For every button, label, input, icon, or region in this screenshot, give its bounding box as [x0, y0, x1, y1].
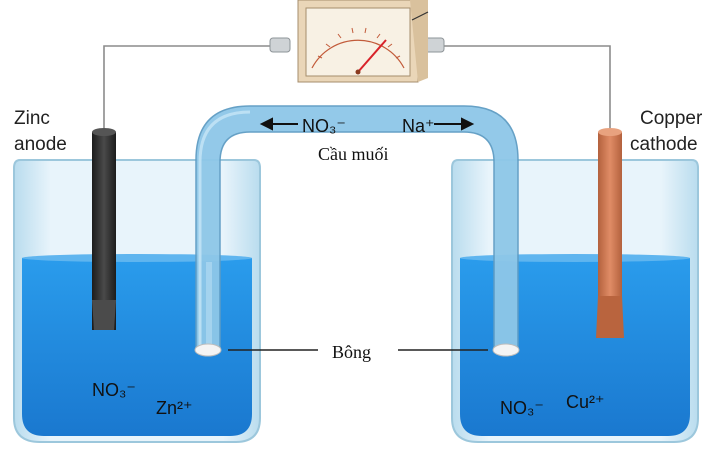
cotton-label: Bông [332, 342, 371, 362]
left-zinc-ion-label: Zn²⁺ [156, 398, 193, 418]
right-nitrate-label: NO₃⁻ [500, 398, 544, 418]
copper-label-line2: cathode [630, 134, 698, 155]
left-nitrate-label: NO₃⁻ [92, 380, 136, 400]
left-solution [22, 258, 252, 436]
zinc-electrode [92, 128, 116, 330]
bridge-sodium-label: Na⁺ [402, 116, 435, 136]
external-wire [103, 45, 611, 132]
copper-label-line1: Copper [640, 108, 703, 129]
zinc-label-line1: Zinc [14, 108, 50, 129]
left-beaker [13, 159, 261, 443]
zinc-label-line2: anode [14, 134, 67, 155]
right-cotton-plug [492, 343, 520, 357]
salt-bridge-label: Cầu muối [318, 144, 389, 164]
salt-bridge [194, 105, 520, 357]
ion-flow-arrows [259, 117, 475, 131]
voltmeter-icon [269, 0, 445, 83]
copper-electrode [596, 128, 624, 338]
right-copper-ion-label: Cu²⁺ [566, 392, 605, 412]
left-cotton-plug [194, 343, 222, 357]
bridge-nitrate-label: NO₃⁻ [302, 116, 346, 136]
